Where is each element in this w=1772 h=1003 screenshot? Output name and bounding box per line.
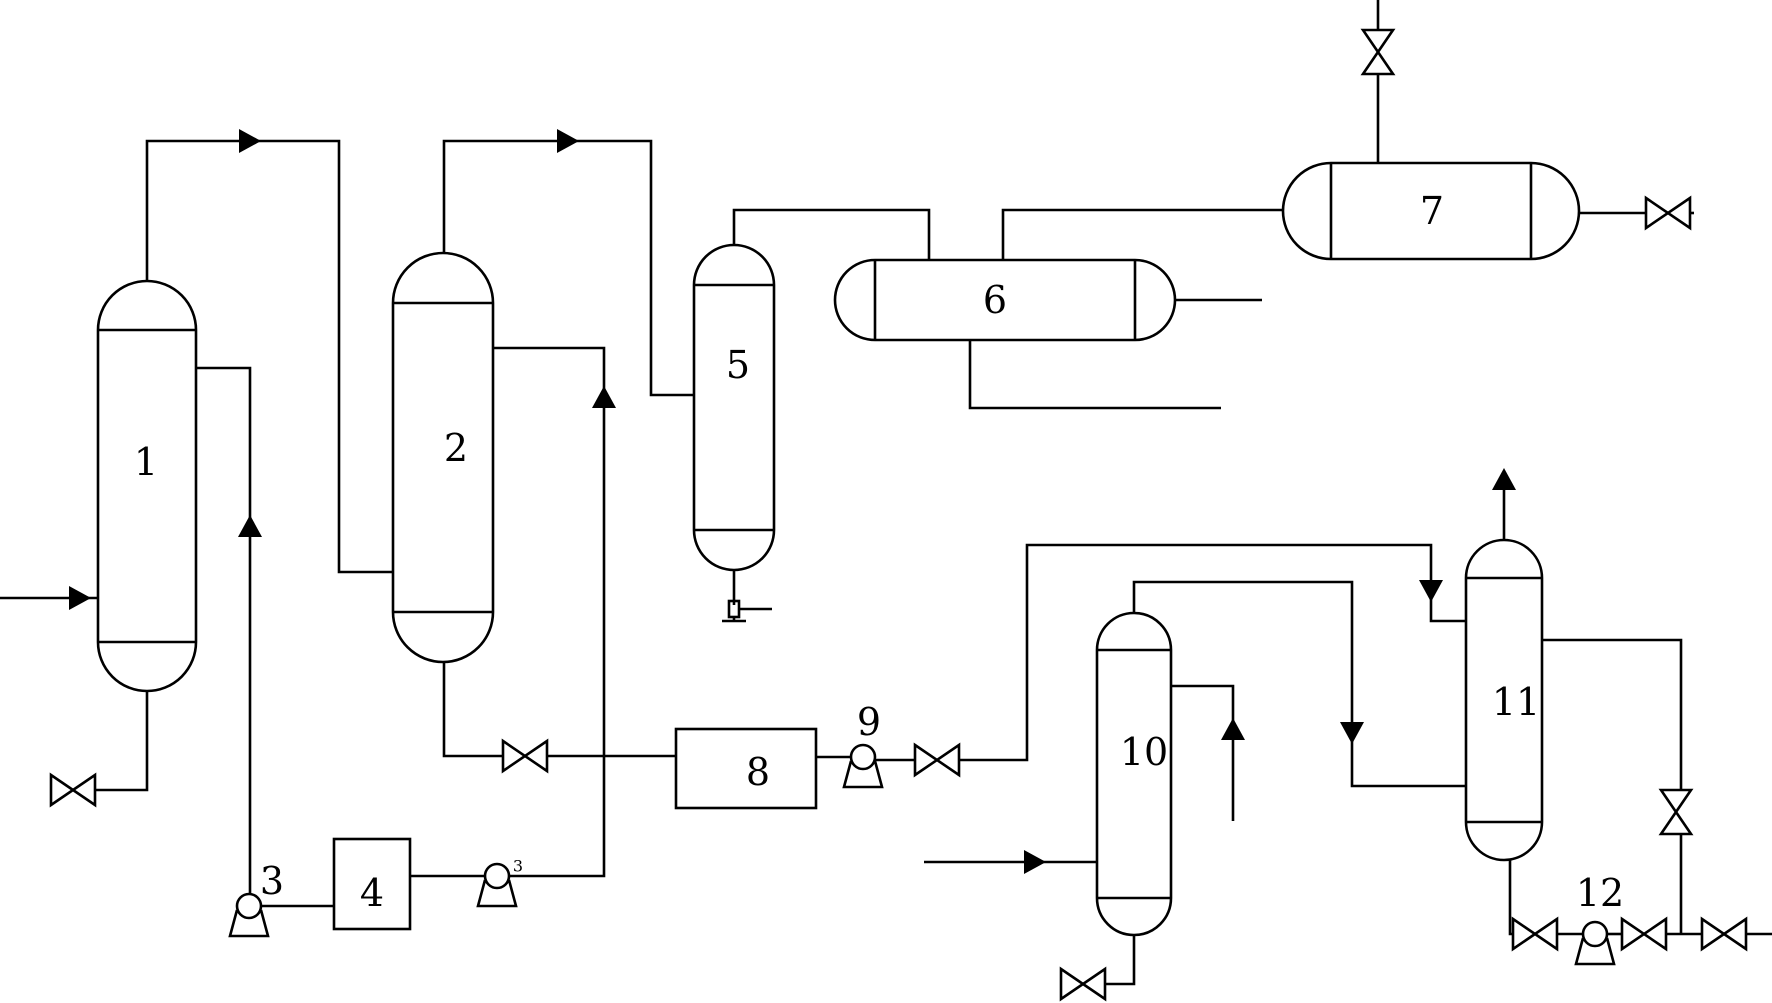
valve-icon <box>913 743 961 777</box>
arrow-up-icon <box>592 386 616 408</box>
pump-12: 12 <box>1574 871 1624 966</box>
arrow-up-icon <box>1492 468 1516 490</box>
pump-3b: 3 <box>476 857 523 908</box>
box-4-label: 4 <box>360 871 384 915</box>
arrow-down-icon <box>1340 722 1364 744</box>
box-8-label: 8 <box>746 750 770 794</box>
box-4: 4 <box>332 837 412 931</box>
arrow-right-icon <box>69 586 91 610</box>
pump-3a: 3 <box>228 859 284 938</box>
pump-3a-label: 3 <box>260 859 284 903</box>
arrow-down-icon <box>1419 580 1443 602</box>
valve-icon <box>1511 917 1559 951</box>
vessel-1-label: 1 <box>134 440 158 484</box>
vessel-10: 10 <box>1095 611 1173 937</box>
arrow-right-icon <box>239 129 261 153</box>
valve-icon <box>49 773 97 807</box>
vessel-2-label: 2 <box>444 426 468 470</box>
valve-icon <box>1361 28 1395 76</box>
pump-9-label: 9 <box>857 700 881 744</box>
vessel-7-label: 7 <box>1420 189 1444 233</box>
arrow-up-icon <box>238 515 262 537</box>
valve-icon <box>1059 967 1107 1001</box>
vessel-6: 6 <box>833 258 1177 342</box>
pump-12-label: 12 <box>1576 871 1624 915</box>
valve-icon <box>1620 917 1668 951</box>
vessel-2: 2 <box>391 251 495 664</box>
vessel-11: 11 <box>1464 538 1544 862</box>
valve-icon <box>501 739 549 773</box>
vessel-6-label: 6 <box>983 278 1007 322</box>
arrow-up-icon <box>1221 718 1245 740</box>
vessel-5-label: 5 <box>726 343 750 387</box>
valve-icon <box>1700 917 1748 951</box>
arrow-right-icon <box>557 129 579 153</box>
box-8: 8 <box>674 727 818 810</box>
vessel-10-label: 10 <box>1120 730 1168 774</box>
valve-icon <box>1659 788 1693 836</box>
valve-icon <box>1644 196 1692 230</box>
pump-9: 9 <box>842 700 884 789</box>
vessel-5: 5 <box>692 243 776 572</box>
vessel-11-label: 11 <box>1492 680 1540 724</box>
pump-3b-label: 3 <box>513 857 523 876</box>
arrow-right-icon <box>1024 850 1046 874</box>
vessel-7: 7 <box>1281 161 1581 261</box>
flow-arrows <box>69 129 1516 874</box>
vessel-1: 1 <box>96 279 198 693</box>
